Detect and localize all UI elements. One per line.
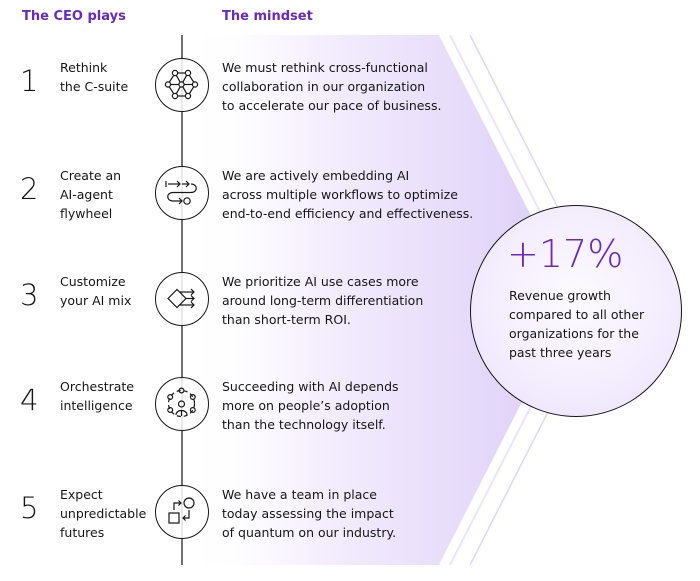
play-title: Expect unpredictable futures <box>60 487 147 540</box>
hexagon-network-icon <box>155 58 209 112</box>
people-network-icon <box>155 377 209 431</box>
mindset-text: We must rethink cross-functional collabo… <box>222 60 442 113</box>
mindset-text: We have a team in place today assessing … <box>222 487 397 540</box>
stat-value: +17% <box>507 232 624 276</box>
play-number: 3 <box>20 278 39 312</box>
shapes-change-icon <box>155 485 209 539</box>
mindset-text: We prioritize AI use cases more around l… <box>222 274 424 327</box>
play-number: 5 <box>20 491 39 525</box>
play-title: Rethink the C-suite <box>60 60 129 94</box>
play-row-3: 3 Customize your AI mix We prioritize AI… <box>0 268 700 368</box>
ceo-plays-header: The CEO plays <box>22 9 126 24</box>
play-title: Orchestrate intelligence <box>60 379 134 413</box>
stat-description: Revenue growth compared to all other org… <box>509 288 645 360</box>
play-row-1: 1 Rethink the C-suite We must rethink cr… <box>0 54 700 154</box>
mindset-text: We are actively embedding AI across mult… <box>222 168 474 221</box>
play-number: 4 <box>20 383 39 417</box>
play-number: 2 <box>20 172 39 206</box>
play-title: Create an AI-agent flywheel <box>60 168 122 221</box>
workflow-flywheel-icon <box>155 166 209 220</box>
revenue-growth-stat-circle: +17% Revenue growth compared to all othe… <box>470 205 682 417</box>
play-title: Customize your AI mix <box>60 274 132 308</box>
chevron-fill <box>182 35 575 565</box>
play-row-4: 4 Orchestrate intelligence Succeeding wi… <box>0 373 700 473</box>
mindset-text: Succeeding with AI depends more on peopl… <box>222 379 399 432</box>
mindset-header: The mindset <box>222 9 313 24</box>
play-row-5: 5 Expect unpredictable futures We have a… <box>0 481 700 581</box>
play-number: 1 <box>20 64 39 98</box>
play-row-2: 2 Create an AI-agent flywheel We are act… <box>0 162 700 262</box>
diamond-arrows-icon <box>155 272 209 326</box>
